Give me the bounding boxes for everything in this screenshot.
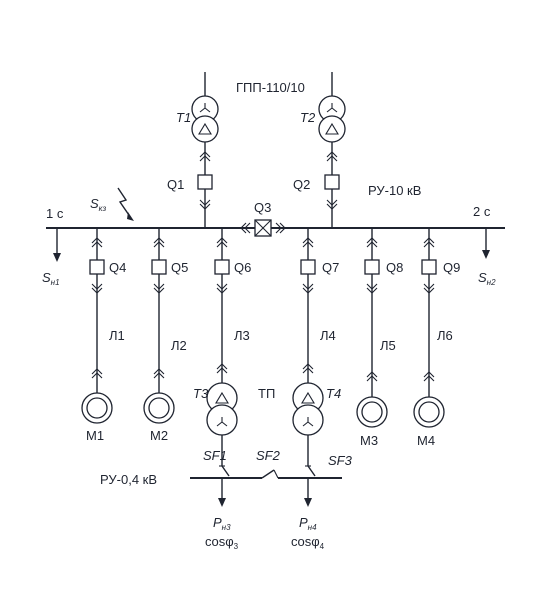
breaker-q5-label: Q5 bbox=[171, 260, 188, 275]
transformer-t2-label: T2 bbox=[300, 110, 316, 125]
transformer-t1-branch bbox=[191, 72, 219, 228]
motor-m1-label: M1 bbox=[86, 428, 104, 443]
breaker-q6-label: Q6 bbox=[234, 260, 251, 275]
feeder-m4 bbox=[413, 228, 445, 428]
feeder-t4 bbox=[292, 228, 324, 456]
breaker-sf3-label: SF3 bbox=[328, 453, 353, 468]
breaker-q9-label: Q9 bbox=[443, 260, 460, 275]
transformer-t3-label: T3 bbox=[193, 386, 209, 401]
load-p3-label: Pн3 bbox=[213, 515, 231, 532]
feeder-m1 bbox=[81, 228, 113, 424]
load-arrow-right bbox=[482, 228, 490, 259]
transformer-t1-label: T1 bbox=[176, 110, 191, 125]
load-label-left: Sн1 bbox=[42, 270, 60, 287]
feeder-t3 bbox=[206, 228, 238, 456]
load-cos4-label: cosφ4 bbox=[291, 534, 325, 551]
substation-label: ТП bbox=[258, 386, 275, 401]
bus-label: РУ-10 кВ bbox=[368, 183, 421, 198]
motor-m4-label: M4 bbox=[417, 433, 435, 448]
feeder-m3 bbox=[356, 228, 388, 428]
breaker-q1-label: Q1 bbox=[167, 177, 184, 192]
bus-tie-label: Q3 bbox=[254, 200, 271, 215]
line-l3-label: Л3 bbox=[234, 328, 250, 343]
breaker-q4-label: Q4 bbox=[109, 260, 126, 275]
motor-m3-label: M3 bbox=[360, 433, 378, 448]
line-l1-label: Л1 bbox=[109, 328, 125, 343]
transformer-t4-label: T4 bbox=[326, 386, 341, 401]
bus-section-1-label: 1 с bbox=[46, 206, 64, 221]
breaker-q2-label: Q2 bbox=[293, 177, 310, 192]
motor-m2-label: M2 bbox=[150, 428, 168, 443]
load-cos3-label: cosφ3 bbox=[205, 534, 239, 551]
diagram-title: ГПП-110/10 bbox=[236, 80, 305, 95]
short-circuit-label: Sкз bbox=[90, 196, 106, 213]
load-arrow-left bbox=[53, 228, 61, 262]
feeder-m2 bbox=[143, 228, 175, 424]
breaker-sf2-label: SF2 bbox=[256, 448, 281, 463]
load-label-right: Sн2 bbox=[478, 270, 496, 287]
breaker-sf1-label: SF1 bbox=[203, 448, 227, 463]
bus-tie-breaker bbox=[240, 219, 286, 237]
line-l5-label: Л5 bbox=[380, 338, 396, 353]
line-l4-label: Л4 bbox=[320, 328, 336, 343]
transformer-t2-branch bbox=[318, 72, 346, 228]
bus-section-2-label: 2 с bbox=[473, 204, 491, 219]
line-l6-label: Л6 bbox=[437, 328, 453, 343]
lv-bus-label: РУ-0,4 кВ bbox=[100, 472, 157, 487]
line-l2-label: Л2 bbox=[171, 338, 187, 353]
load-p4-label: Pн4 bbox=[299, 515, 317, 532]
lv-bus bbox=[190, 456, 342, 507]
breaker-q8-label: Q8 bbox=[386, 260, 403, 275]
breaker-q7-label: Q7 bbox=[322, 260, 339, 275]
short-circuit-icon bbox=[117, 187, 132, 219]
